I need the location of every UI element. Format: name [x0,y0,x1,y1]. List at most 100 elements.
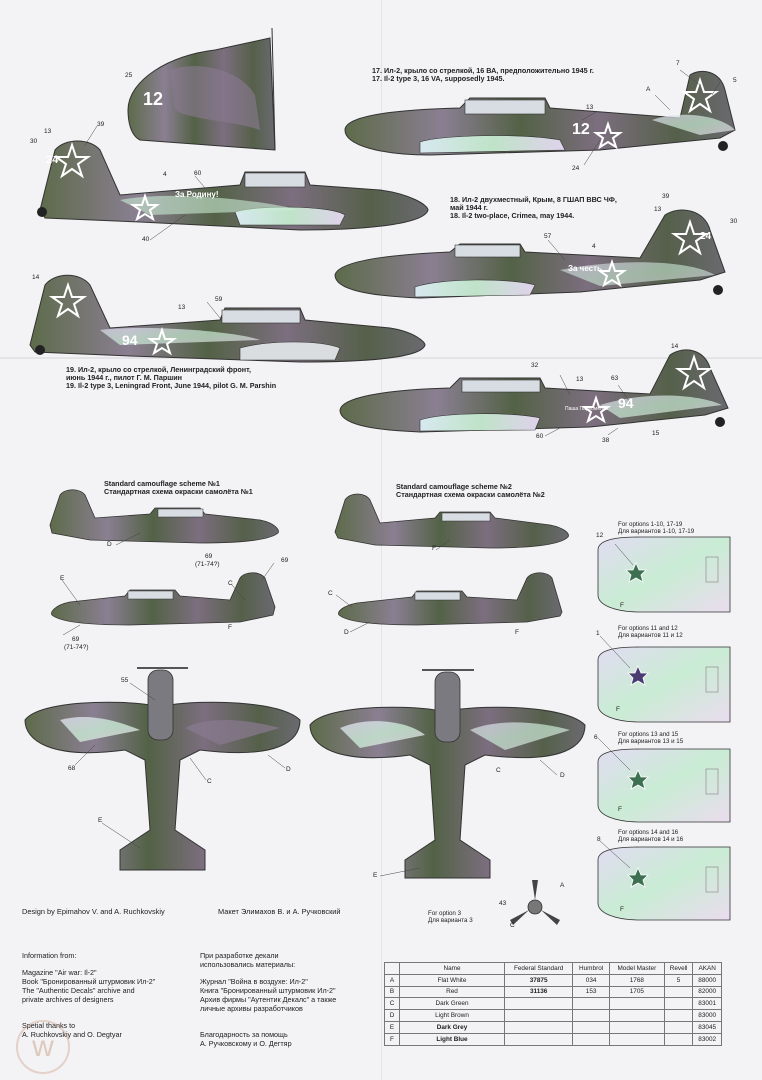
scheme-2-title-en: Standard camouflage scheme №2 [396,482,512,491]
option-2-en: For options 11 and 12 [618,625,678,632]
info-ru-line-1: Журнал "Война в воздухе: Ил-2" [200,977,308,986]
scheme1-views [49,489,279,626]
paint-akan: 83002 [692,1032,722,1046]
callout-A: A [646,86,651,93]
callout-D-4: D [560,772,565,779]
callout-13-b: 13 [44,128,52,135]
callout-25: 25 [125,72,133,79]
watermark-logo: w [16,1020,70,1074]
paint-row: F Light Blue 83002 [384,1032,722,1046]
paint-model-master [608,1032,665,1046]
marking-17-side-number: 12 [572,121,590,138]
info-ru-line-3: Архив фирмы "Аутентик Декалс" а также [200,995,337,1004]
info-ru-line-4: личные архивы разработчиков [200,1004,303,1013]
callout-E-1: E [60,575,65,582]
callout-71-74-b: (71-74?) [64,644,89,651]
paint-row: C Dark Green 83001 [384,997,722,1011]
paint-model-master [608,1009,665,1022]
callout-A-2: A [560,882,565,889]
paint-model-master: 1768 [608,973,665,987]
info-ru-line-6: А. Ручковскому и О. Дегтяр [200,1039,292,1048]
paint-revell [663,1032,694,1046]
paint-name: Light Brown [399,1009,505,1022]
callout-F-3: F [515,629,519,636]
header-revell: Revell [663,962,694,975]
callout-4-a: 4 [163,171,167,178]
paint-fs [503,997,574,1011]
aircraft-19b-side [339,349,729,433]
callout-6: 6 [594,734,598,741]
option-3-ru: Для вариантов 13 и 15 [618,738,684,745]
callout-69-b: 69 [281,557,289,564]
callout-4-b: 4 [592,243,596,250]
caption-19-ru-2: июнь 1944 г., пилот Г. М. Паршин [66,373,182,382]
callout-E-3: E [373,872,378,879]
header-model-master: Model Master [608,962,665,975]
callout-13-c: 13 [654,206,662,213]
callout-D-1: D [107,541,112,548]
callout-39-b: 39 [662,193,670,200]
paint-humbrol: 034 [572,973,610,987]
aircraft-18b-side [334,209,726,299]
info-en-title: Information from: [22,951,77,960]
star-markings [48,76,720,424]
scheme-2-title-ru: Стандартная схема окраски самолёта №2 [396,490,545,499]
option-4-en: For options 14 and 16 [618,829,679,836]
paint-key: C [384,997,400,1011]
marking-18-slogan-2: За честь [568,264,602,273]
callout-C-5: C [510,922,515,929]
paint-humbrol [572,1020,610,1034]
callout-F-7: F [620,906,624,913]
callout-5: 5 [733,77,737,84]
option-4-ru: Для вариантов 14 и 16 [618,836,684,843]
paint-akan: 83000 [692,1009,722,1022]
callout-43: 43 [499,900,507,907]
scheme-1-title-en: Standard camouflage scheme №1 [104,479,220,488]
marking-17-fin-number: 12 [143,89,164,109]
info-en-line-3: The "Authentic Decals" archive and [22,986,135,995]
paint-humbrol [572,1009,610,1022]
callout-C-4: C [496,767,501,774]
callout-8: 8 [597,836,601,843]
callout-30-b: 30 [730,218,738,225]
caption-18-ru-2: май 1944 г. [450,203,488,212]
callout-13-a: 13 [586,104,594,111]
paint-row: D Light Brown 83000 [384,1009,722,1022]
marking-19a-number: 94 [122,332,138,348]
callout-1: 1 [596,630,600,637]
info-ru-line-2: Книга "Бронированный штурмовик Ил-2" [200,986,336,995]
caption-17-en: 17. Il-2 type 3, 16 VA, supposedly 1945. [372,74,505,83]
paint-key: B [384,985,400,999]
callout-30-a: 30 [30,138,38,145]
option-2-ru: Для вариантов 11 и 12 [618,632,683,639]
option-1-ru: Для вариантов 1-10, 17-19 [618,528,695,535]
marking-18-tail-number: 24 [700,231,712,242]
header-key [384,962,400,975]
callout-F-5: F [616,706,620,713]
paint-key: E [384,1020,400,1034]
callout-68: 68 [68,765,76,772]
callout-C-3: C [207,778,212,785]
callout-69-a: 69 [205,553,213,560]
callout-14-a: 14 [32,274,40,281]
scheme-1-title-ru: Стандартная схема окраски самолёта №1 [104,487,253,496]
callout-7: 7 [676,60,680,67]
caption-19-en: 19. Il-2 type 3, Leningrad Front, June 1… [66,381,277,390]
header-name: Name [399,962,505,975]
paint-table: Name Federal Standard Humbrol Model Mast… [384,962,722,1046]
callout-60-b: 60 [536,433,544,440]
aircraft-19a-side [29,274,426,363]
caption-18-en: 18. Il-2 two-place, Crimea, may 1944. [450,211,575,220]
caption-19-ru-1: 19. Ил-2, крыло со стрелкой, Ленинградск… [66,365,252,374]
callout-32: 32 [531,362,539,369]
callout-40: 40 [142,236,150,243]
callout-13-e: 13 [576,376,584,383]
caption-18-ru-1: 18. Ил-2 двухместный, Крым, 8 ГШАП ВВС Ч… [450,195,617,204]
callout-F-6: F [618,806,622,813]
callout-F-1: F [432,545,436,552]
info-en-line-6: A. Ruchkovskiy and O. Degtyar [22,1030,122,1039]
callout-F-2: F [228,624,232,631]
paint-name: Flat White [399,973,505,987]
aircraft-17-side [344,70,736,156]
